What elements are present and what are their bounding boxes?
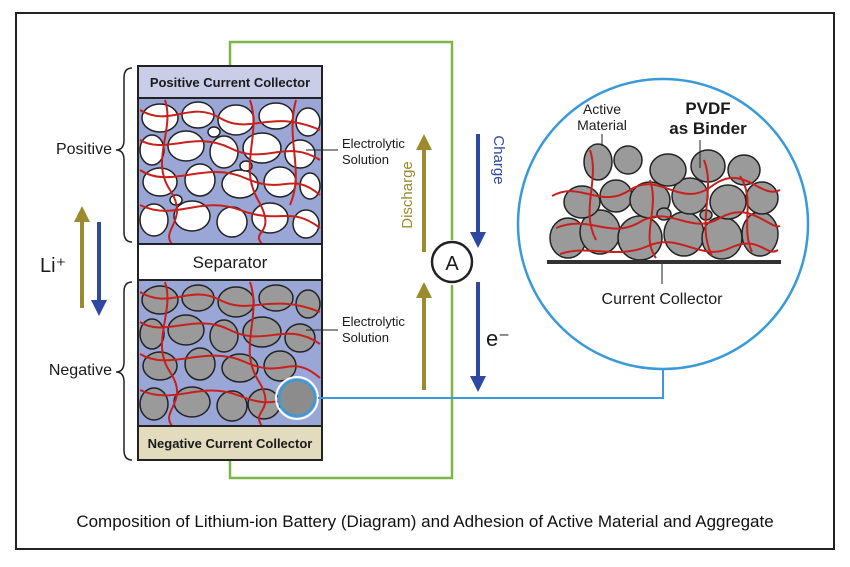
pvdf-line2: as Binder — [669, 119, 747, 138]
charge-arrows — [470, 134, 486, 392]
electrolytic-top-line2: Solution — [342, 152, 389, 167]
positive-label: Positive — [56, 141, 112, 158]
zoom-highlight — [277, 378, 317, 418]
negative-collector-label: Negative Current Collector — [148, 436, 313, 451]
positive-electrode — [137, 97, 323, 245]
positive-collector-label: Positive Current Collector — [150, 75, 310, 90]
zoom-connector — [318, 368, 664, 399]
negative-label: Negative — [49, 362, 112, 379]
positive-brace — [115, 67, 133, 243]
ammeter — [430, 240, 474, 284]
pvdf-line1: PVDF — [685, 99, 730, 118]
negative-electrode — [137, 279, 323, 427]
electrolytic-bottom-line2: Solution — [342, 330, 389, 345]
ammeter-label: A — [445, 253, 459, 275]
negative-brace — [115, 281, 133, 461]
negative-collector — [137, 425, 323, 461]
discharge-label: Discharge — [399, 161, 416, 229]
circuit-wire — [228, 40, 454, 480]
electrolytic-bottom-line1: Electrolytic — [342, 314, 405, 329]
li-ion-label: Li⁺ — [40, 255, 66, 277]
charge-label: Charge — [490, 135, 507, 184]
separator-label: Separator — [193, 253, 268, 272]
zoom-detail — [516, 77, 810, 371]
figure-caption: Composition of Lithium-ion Battery (Diag… — [76, 512, 774, 531]
discharge-arrows — [416, 134, 432, 390]
electrolytic-top-line1: Electrolytic — [342, 136, 405, 151]
li-ion-arrows — [74, 206, 107, 316]
active-material-line2: Material — [577, 117, 627, 133]
active-material-line1: Active — [583, 101, 621, 117]
electron-label: e⁻ — [486, 326, 510, 351]
separator — [137, 243, 323, 281]
positive-collector — [137, 65, 323, 99]
current-collector-label: Current Collector — [602, 291, 724, 308]
